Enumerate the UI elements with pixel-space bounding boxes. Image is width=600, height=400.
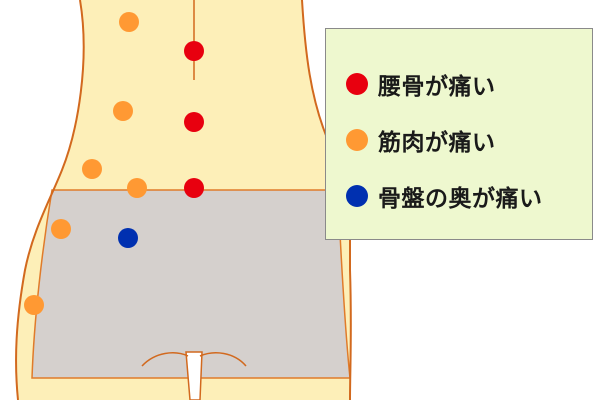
orange-dot-icon xyxy=(82,159,102,179)
orange-dot-icon xyxy=(119,12,139,32)
orange-dot-icon xyxy=(51,219,71,239)
orange-dot-icon xyxy=(113,101,133,121)
legend-item-muscle-pain: 筋肉が痛い xyxy=(346,122,496,158)
legend-label-pelvis-pain: 骨盤の奥が痛い xyxy=(378,186,543,212)
orange-dot-icon xyxy=(24,295,44,315)
red-dot-icon xyxy=(184,178,204,198)
shorts xyxy=(31,189,351,379)
buttock-left-curve xyxy=(141,352,189,367)
body-outline-left xyxy=(15,0,85,400)
orange-dot-icon xyxy=(346,129,368,151)
red-dot-icon xyxy=(184,41,204,61)
legend-item-pelvis-pain: 骨盤の奥が痛い xyxy=(346,178,543,214)
legend-item-bone-pain: 腰骨が痛い xyxy=(346,66,496,102)
legend-box: 腰骨が痛い 筋肉が痛い 骨盤の奥が痛い xyxy=(325,28,593,240)
legend-label-bone-pain: 腰骨が痛い xyxy=(378,74,496,100)
legend-label-muscle-pain: 筋肉が痛い xyxy=(378,130,496,156)
leg-gap xyxy=(185,351,203,400)
red-dot-icon xyxy=(346,73,368,95)
blue-dot-icon xyxy=(118,228,138,248)
red-dot-icon xyxy=(184,112,204,132)
blue-dot-icon xyxy=(346,185,368,207)
orange-dot-icon xyxy=(127,178,147,198)
buttock-right-curve xyxy=(199,352,247,367)
